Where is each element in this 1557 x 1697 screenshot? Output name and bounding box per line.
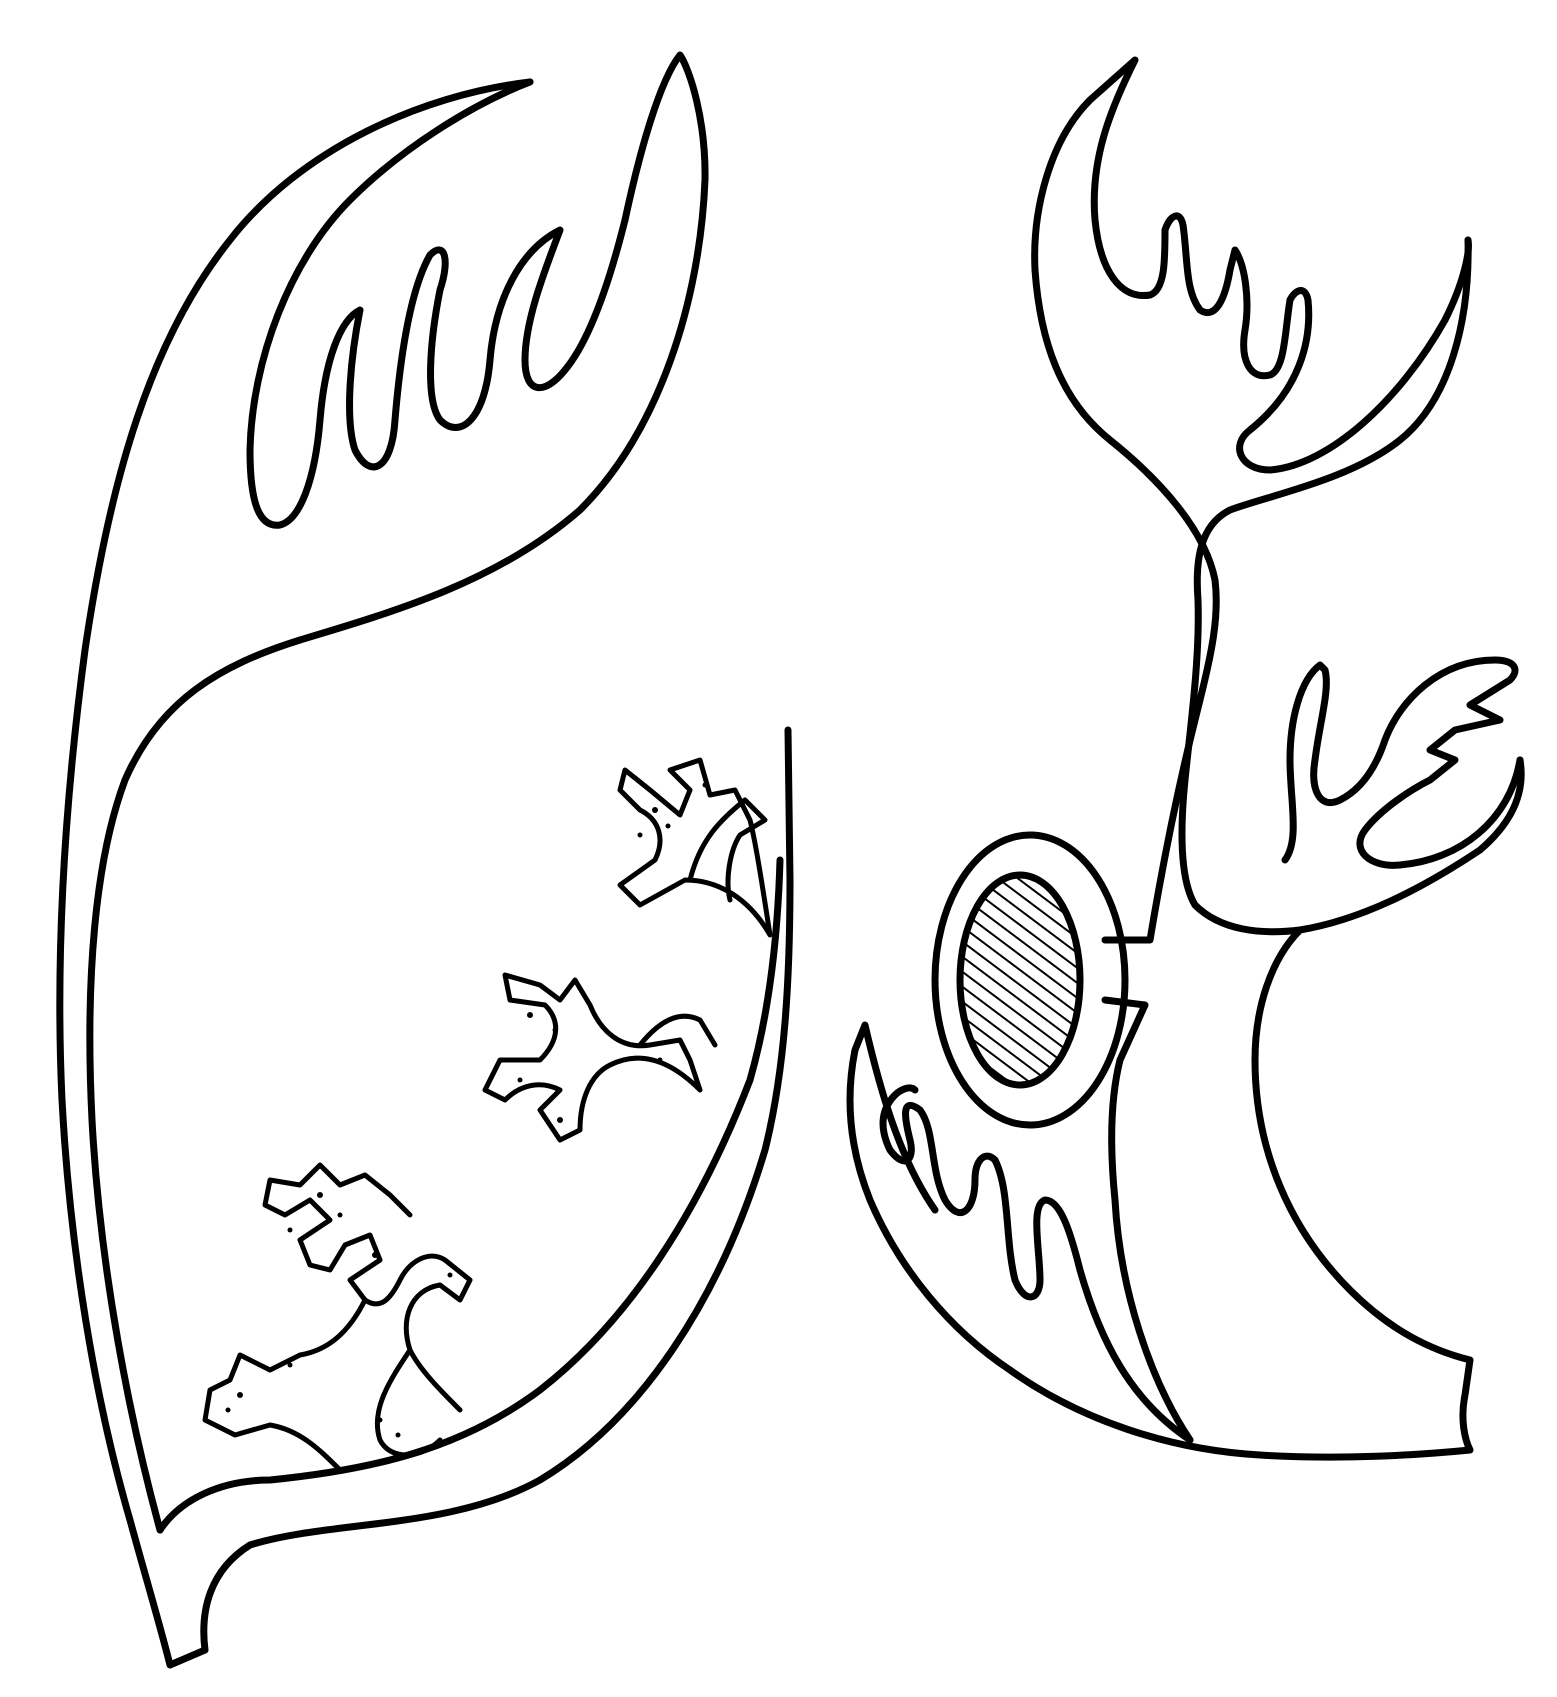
right-stalk-upper-right — [1182, 240, 1521, 932]
gland-stipple — [226, 783, 708, 1438]
left-organ-upper-lobes — [250, 82, 625, 525]
right-claw-branch — [1285, 660, 1520, 865]
right-organ — [850, 60, 1521, 1457]
oval-body-inner — [960, 875, 1080, 1085]
gland-branch-lower-arm — [205, 1300, 365, 1470]
gland-branch-lower-loop — [377, 1350, 440, 1455]
gland-branch-lower — [265, 1165, 470, 1410]
gland-branch-upper — [620, 760, 770, 935]
gland-branch-middle — [485, 975, 700, 1140]
right-stalk-left-outline — [1105, 1000, 1190, 1440]
left-organ — [60, 55, 790, 1665]
